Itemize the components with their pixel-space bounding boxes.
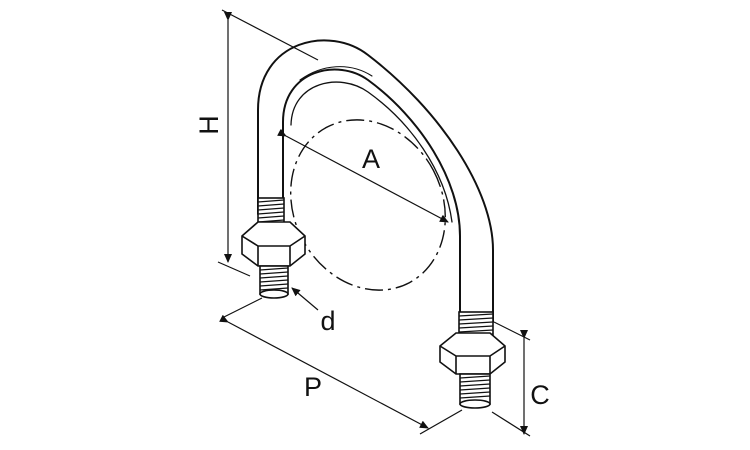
- right-thread-lower: [459, 373, 491, 405]
- dimension-h-label: H: [194, 115, 224, 135]
- dimension-c-extension-top: [493, 321, 531, 341]
- dimension-d-label: d: [320, 306, 335, 336]
- dimension-p-line: [219, 314, 429, 429]
- dimension-d-leader: [291, 287, 319, 311]
- right-nut: [439, 332, 506, 375]
- dimension-h-extension-top: [221, 9, 319, 61]
- pipe-outline: [289, 119, 447, 291]
- right-nut-face-edges: [439, 345, 506, 374]
- left-leg: [241, 197, 306, 299]
- dimension-a-label: A: [362, 144, 380, 174]
- dimension-h: [217, 9, 319, 277]
- left-thread-lower-lines: [259, 267, 289, 291]
- dimension-p-extension-right: [419, 409, 463, 435]
- dimension-p-label: P: [304, 372, 322, 402]
- dimension-a-line: [277, 128, 449, 223]
- dimension-c: [491, 321, 531, 437]
- right-thread-end: [459, 399, 491, 409]
- dimension-h-extension-bottom: [217, 261, 251, 277]
- left-nut-face-edges: [241, 235, 306, 266]
- left-thread-end: [259, 289, 289, 299]
- right-thread-lower-lines: [459, 375, 491, 399]
- dimension-p-extension-left: [221, 297, 263, 319]
- u-bolt-bend-shading-2: [299, 66, 373, 81]
- u-bolt-outer-edge: [257, 39, 494, 323]
- dimension-p: [219, 297, 463, 435]
- u-bolt-inner-edge: [282, 68, 461, 323]
- right-leg: [439, 311, 506, 409]
- dimension-c-label: C: [530, 380, 550, 410]
- u-bolt-body: [257, 39, 494, 323]
- left-nut: [241, 221, 306, 267]
